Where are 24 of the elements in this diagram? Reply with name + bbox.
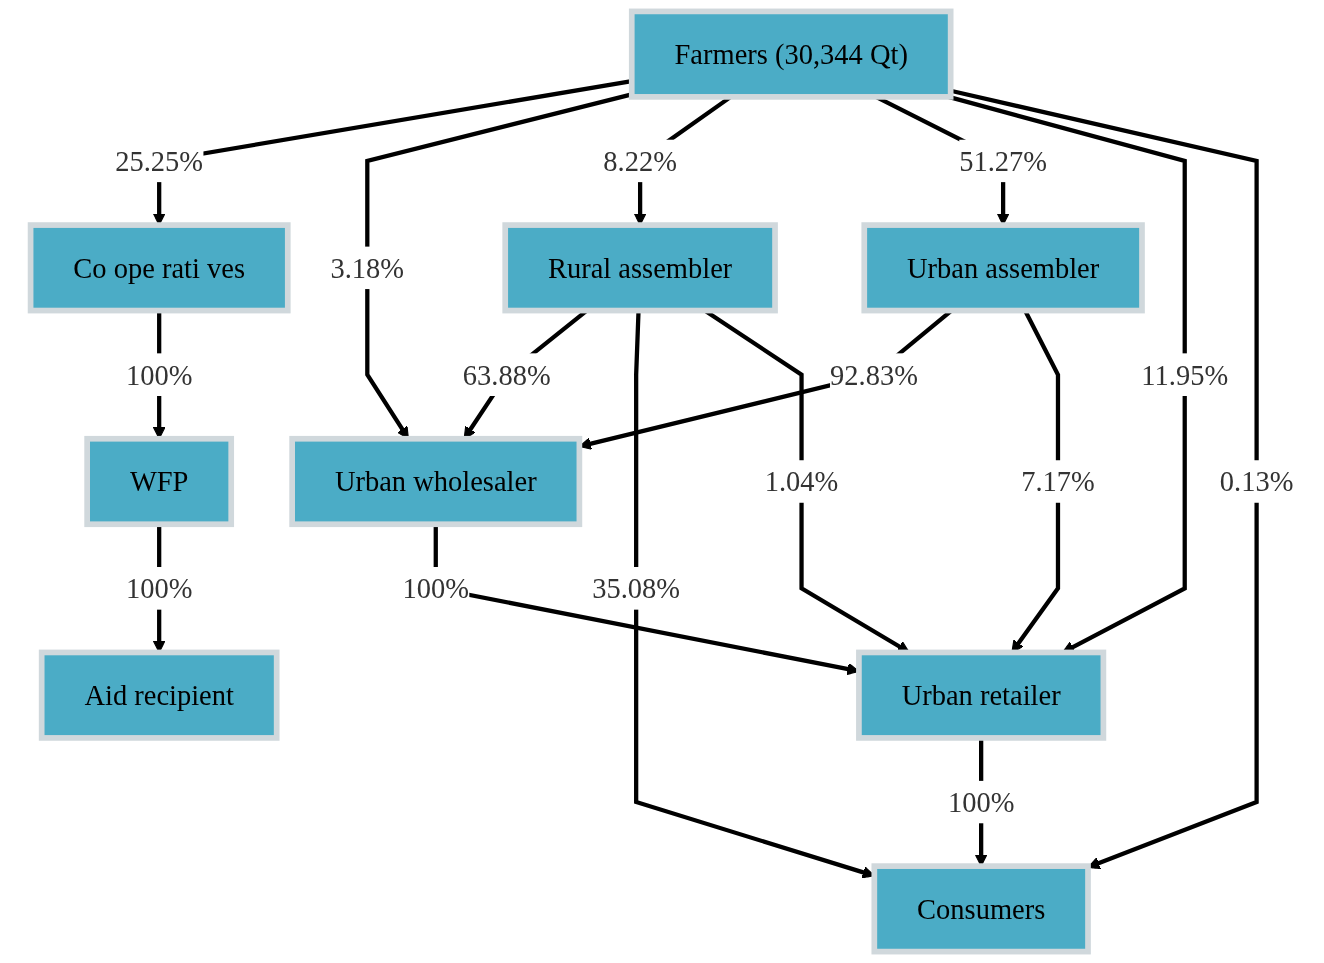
edge-label: 51.27% <box>959 145 1048 177</box>
node-box: Aid recipient <box>38 649 280 741</box>
edge-label: 3.18% <box>330 252 405 284</box>
edge-label: 63.88% <box>462 358 551 391</box>
edge-label: 8.22% <box>603 145 677 177</box>
node-box: Urban wholesaler <box>289 435 583 528</box>
node-box: Rural assembler <box>502 222 778 314</box>
edge-label: 35.08% <box>592 572 681 605</box>
edge-label: 25.25% <box>115 145 204 177</box>
edge-label: 92.83% <box>830 358 918 391</box>
node-box: WFP <box>84 435 235 528</box>
node-box: Co ope rati ves <box>27 222 291 314</box>
edge-label: 11.95% <box>1141 358 1229 391</box>
edge-label: 100% <box>125 358 193 391</box>
edge-label: 1.04% <box>764 465 839 498</box>
edge-label: 100% <box>947 786 1015 818</box>
edge-label: 0.13% <box>1219 465 1294 498</box>
node-box: Urban assembler <box>861 222 1145 314</box>
edge-label: 100% <box>402 572 470 605</box>
node-box: Farmers (30,344 Qt) <box>628 8 954 100</box>
node-box: Urban retailer <box>856 649 1107 741</box>
edge-label: 100% <box>125 572 193 605</box>
node-box: Consumers <box>871 863 1091 955</box>
edge-label: 7.17% <box>1021 465 1095 498</box>
